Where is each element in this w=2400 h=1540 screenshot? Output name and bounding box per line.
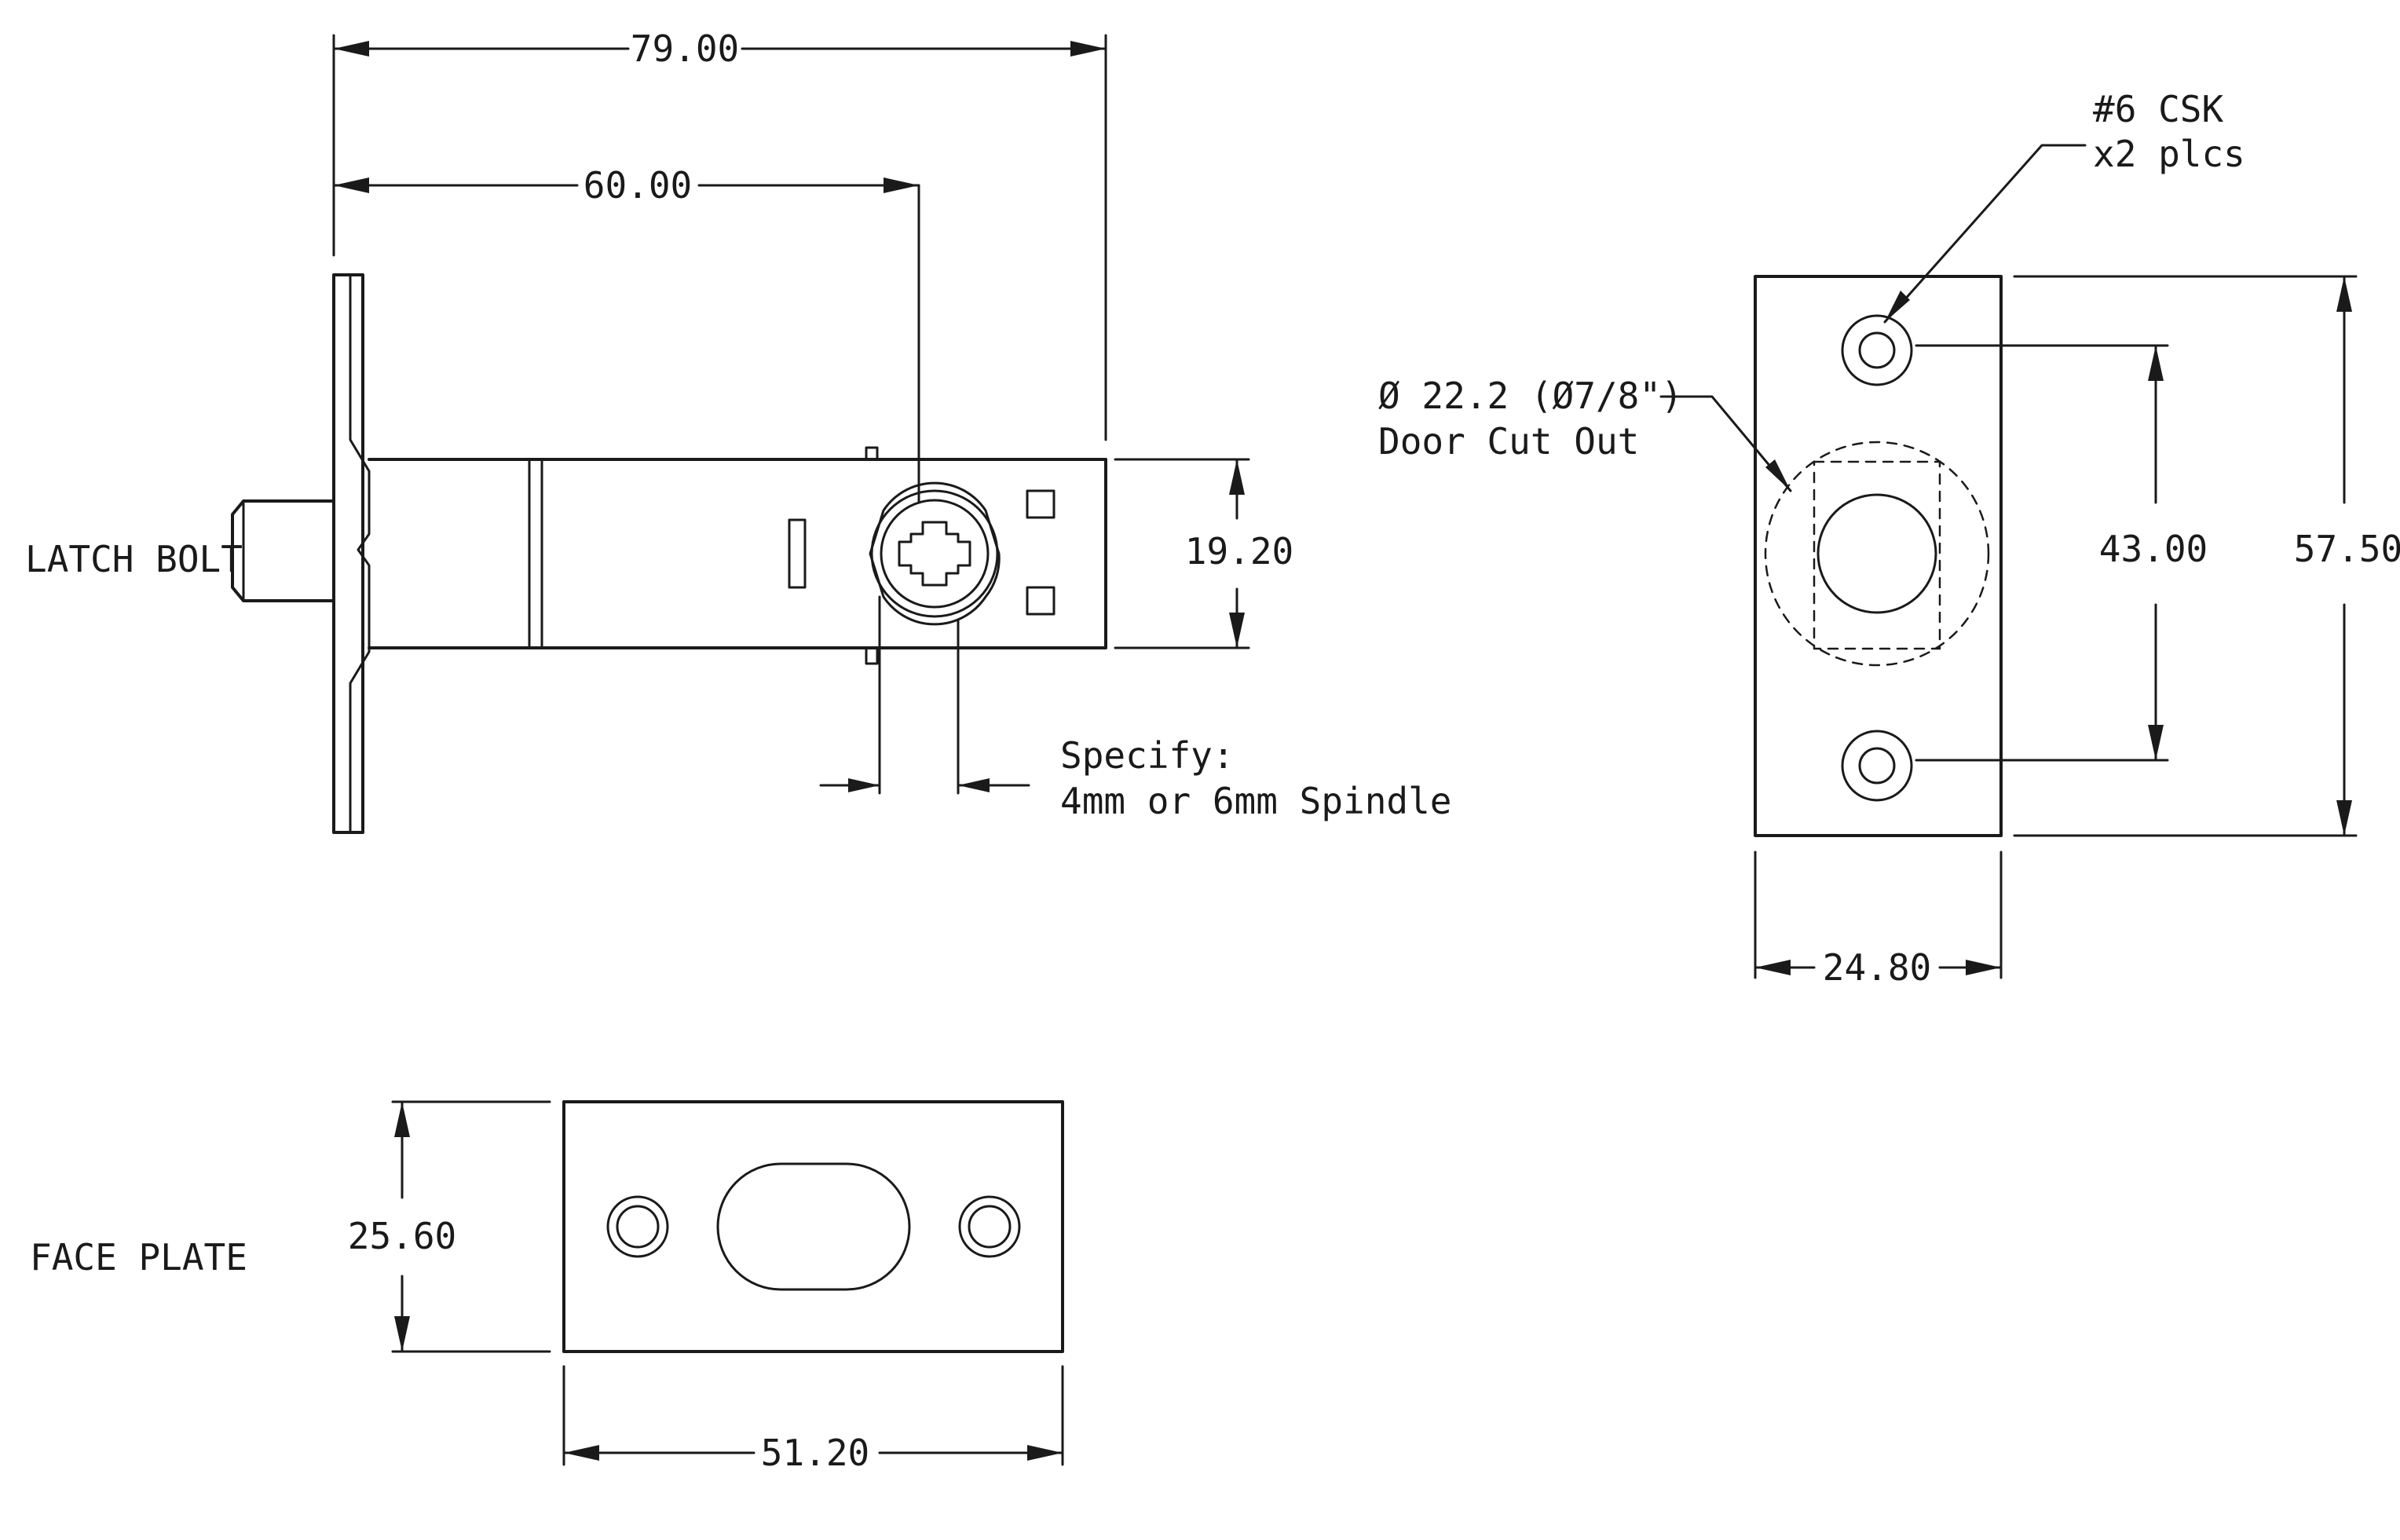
face-plate-view: 25.60 51.20 FACE PLATE [30, 1100, 1064, 1474]
latch-flange-fold [349, 273, 371, 834]
latch-flange [332, 273, 364, 834]
dim-plate-width: 24.80 [1823, 946, 1931, 989]
bolt-square-outline [1813, 460, 1941, 650]
dim-face-plate-width: 51.20 [761, 1432, 869, 1474]
spindle-square-icon [898, 521, 971, 587]
spindle-note-line1: Specify: [1060, 734, 1235, 777]
face-plate-label: FACE PLATE [30, 1236, 247, 1278]
dim-hole-spacing: 43.00 [2099, 528, 2208, 570]
spindle-note-line2: 4mm or 6mm Spindle [1060, 780, 1452, 822]
door-cutout-circle [1764, 441, 1990, 667]
face-plate-outline [562, 1100, 1064, 1353]
door-edge-view: #6 CSK x2 plcs Ø 22.2 (Ø7/8") Door Cut O… [1378, 88, 2400, 989]
edge-plate [1754, 275, 2003, 837]
dim-backset: 60.00 [584, 164, 692, 207]
screw-hole-top [1841, 314, 1913, 386]
latch-case [368, 458, 1107, 649]
face-plate-bolt-opening [716, 1162, 911, 1291]
screw-note-line2: x2 plcs [2093, 133, 2245, 175]
cutout-note-line2: Door Cut Out [1378, 420, 1639, 463]
latch-slot [788, 518, 807, 589]
face-plate-hole-right [958, 1195, 1021, 1258]
latch-side-view: 79.00 60.00 19.20 Specify: 4mm or 6mm Sp… [25, 27, 1452, 834]
latch-bolt [231, 499, 335, 602]
screw-hole-bottom [1841, 730, 1913, 802]
bolt-opening [1816, 493, 1937, 614]
latch-bolt-label: LATCH BOLT [25, 538, 243, 580]
screw-note-line1: #6 CSK [2093, 88, 2223, 130]
cutout-note-line1: Ø 22.2 (Ø7/8") [1378, 375, 1683, 417]
dim-overall-length: 79.00 [631, 27, 739, 70]
spindle-hub [869, 481, 1001, 626]
face-plate-hole-left [606, 1195, 669, 1258]
dim-case-height: 19.20 [1185, 530, 1293, 572]
dim-plate-height: 57.50 [2294, 528, 2400, 570]
dim-face-plate-height: 25.60 [348, 1215, 456, 1257]
